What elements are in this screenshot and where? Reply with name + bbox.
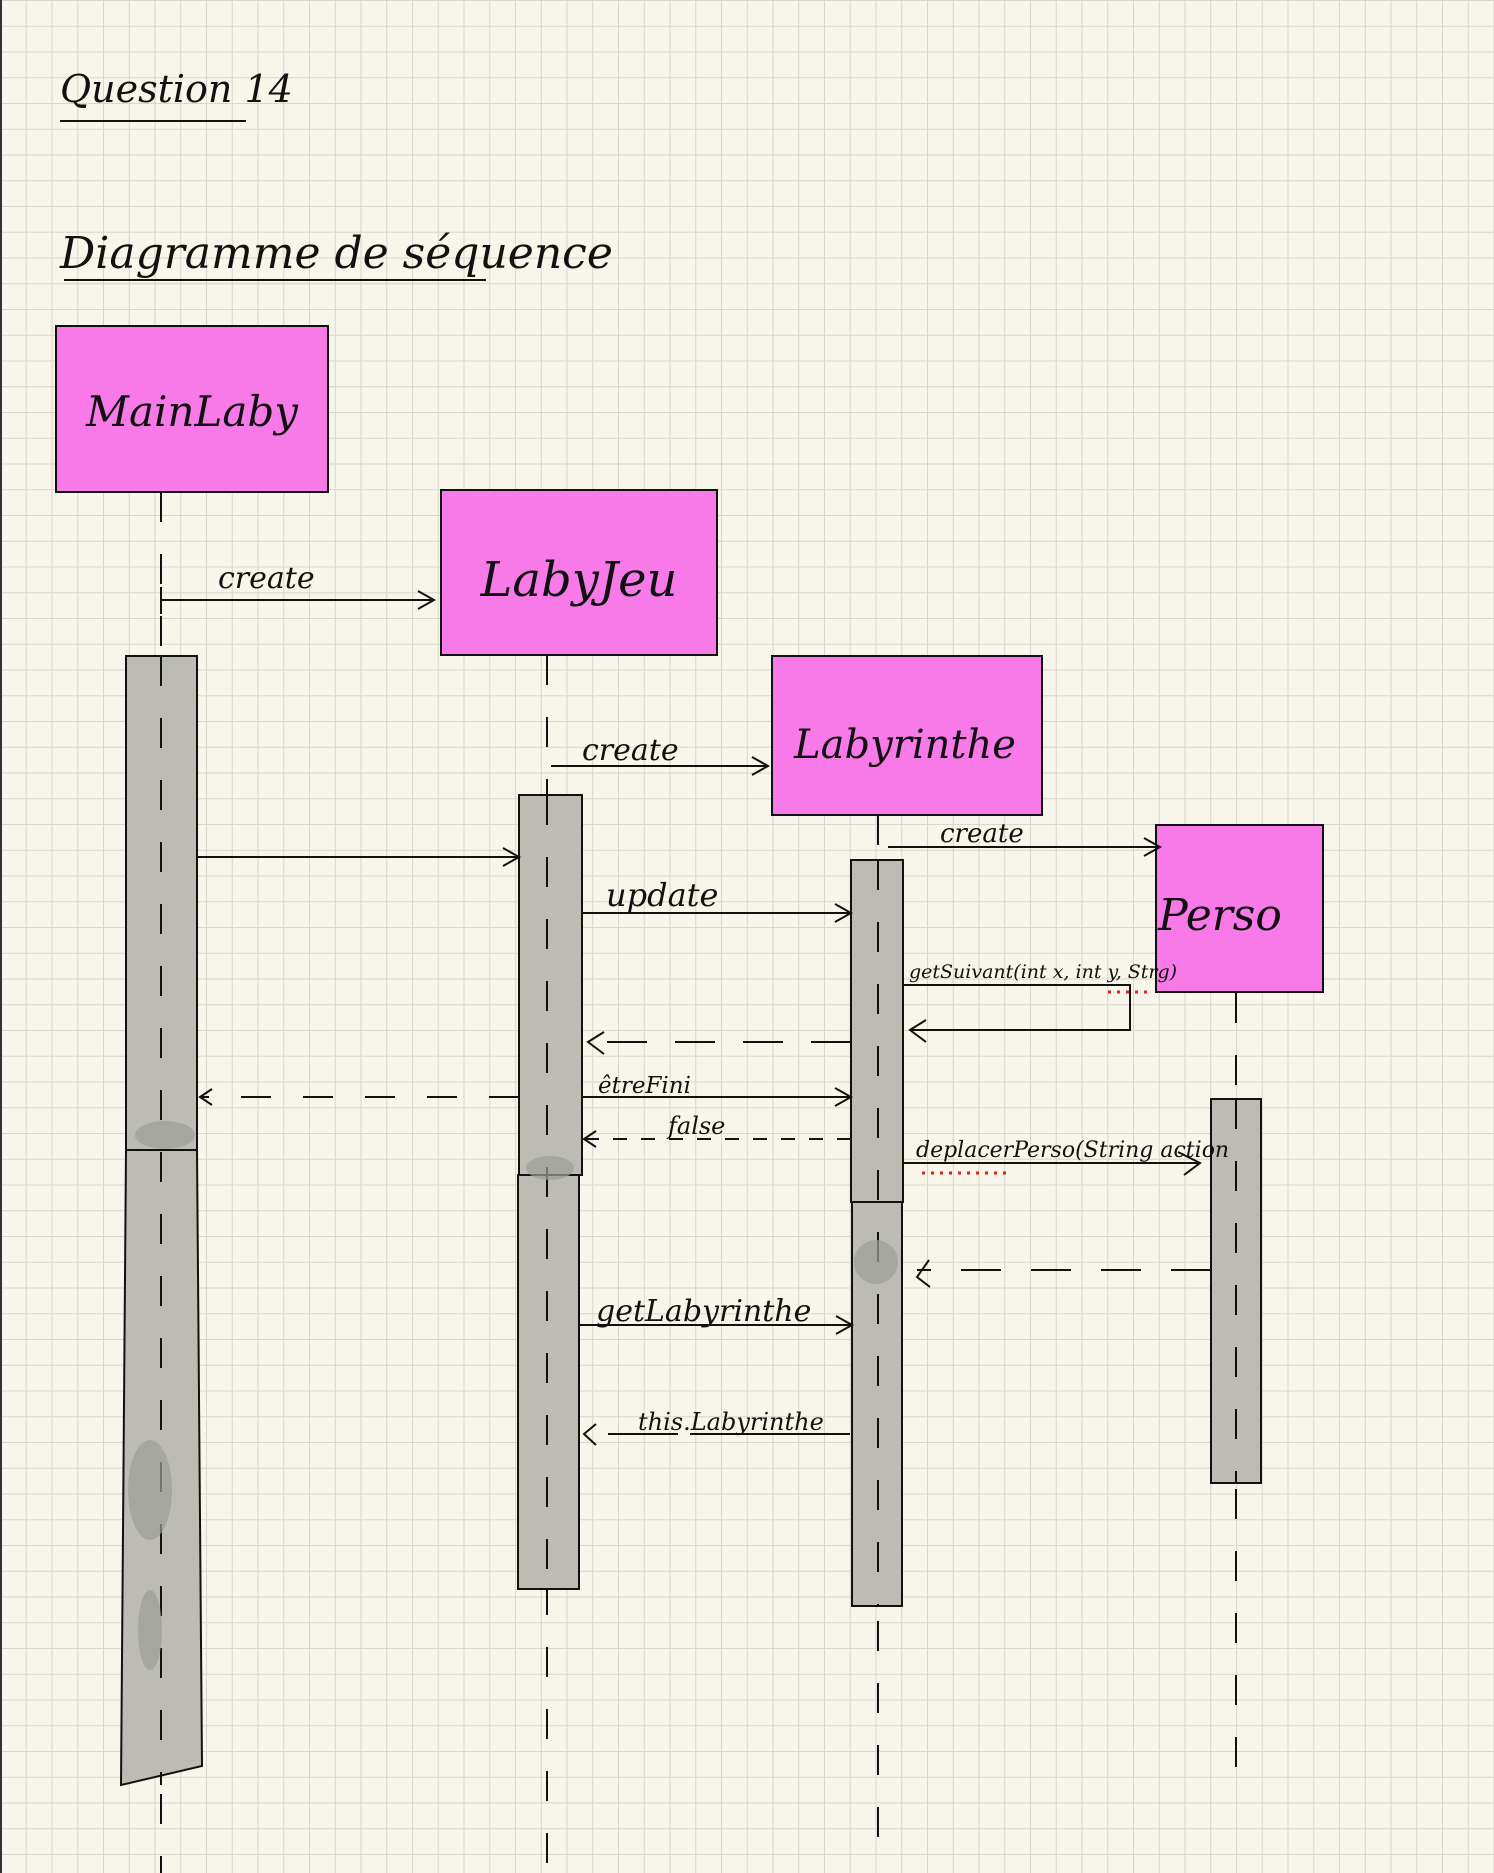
message-arrowhead	[198, 1088, 213, 1106]
message-label-create: create	[582, 733, 679, 768]
activation-bars	[119, 655, 1262, 1787]
message-arrows	[160, 587, 1211, 1446]
participant-label: MainLaby	[85, 387, 299, 436]
participants: MainLaby LabyJeu Labyrinthe Perso	[55, 325, 1324, 993]
message-label-getlabyrinthe: getLabyrinthe	[596, 1294, 811, 1329]
participant-labyrinthe: Labyrinthe	[771, 655, 1043, 816]
participant-box	[440, 489, 718, 656]
heading: Question 14 Diagramme de séquence	[59, 67, 613, 281]
participant-label: Labyrinthe	[793, 722, 1016, 768]
smudge	[138, 1590, 162, 1670]
message-arrowhead	[908, 1019, 927, 1043]
question-label: Question 14	[60, 67, 293, 111]
spellcheck-underlines	[922, 990, 1150, 1175]
lifelines-overlay	[160, 656, 1237, 1785]
message-label-etrefini: êtreFini	[598, 1073, 691, 1099]
participant-box	[1155, 824, 1324, 993]
smudge	[128, 1440, 172, 1540]
message-arrow-getsuivant	[903, 984, 1131, 1031]
smudge	[526, 1156, 574, 1180]
activation-labyrinthe-1	[850, 859, 904, 1203]
pencil-smudges	[128, 1121, 898, 1670]
diagram-title: Diagramme de séquence	[59, 228, 613, 279]
lifelines	[160, 492, 1237, 1873]
participant-mainlaby: MainLaby	[55, 325, 329, 493]
participant-box	[771, 655, 1043, 816]
participant-box	[55, 325, 329, 493]
participant-perso: Perso	[1155, 824, 1324, 993]
participant-label: LabyJeu	[480, 552, 678, 608]
message-arrowhead	[582, 1130, 597, 1148]
message-label-thislabyrinthe: this.Labyrinthe	[638, 1408, 824, 1436]
message-label-false: false	[666, 1112, 725, 1140]
participant-labyjeu: LabyJeu	[440, 489, 718, 656]
smudge	[135, 1121, 195, 1149]
smudge	[854, 1240, 898, 1284]
page-left-border	[0, 0, 2, 1873]
message-label-create: create	[218, 561, 315, 596]
message-arrowhead	[915, 1259, 931, 1288]
message-arrowhead	[586, 1031, 605, 1055]
message-label-deplacerperso: deplacerPerso(String action	[916, 1138, 1229, 1163]
participant-label: Perso	[1157, 890, 1282, 941]
message-arrowhead	[582, 1423, 597, 1446]
message-labels: create create create update getSuivant(i…	[218, 561, 1229, 1436]
message-arrowhead	[1177, 1151, 1202, 1176]
activation-labyjeu-2	[517, 1174, 580, 1590]
message-label-update: update	[606, 876, 718, 914]
message-label-create: create	[940, 819, 1024, 849]
message-label-getsuivant: getSuivant(int x, int y, Strg)	[909, 961, 1177, 983]
activation-labyjeu-1	[518, 794, 583, 1176]
